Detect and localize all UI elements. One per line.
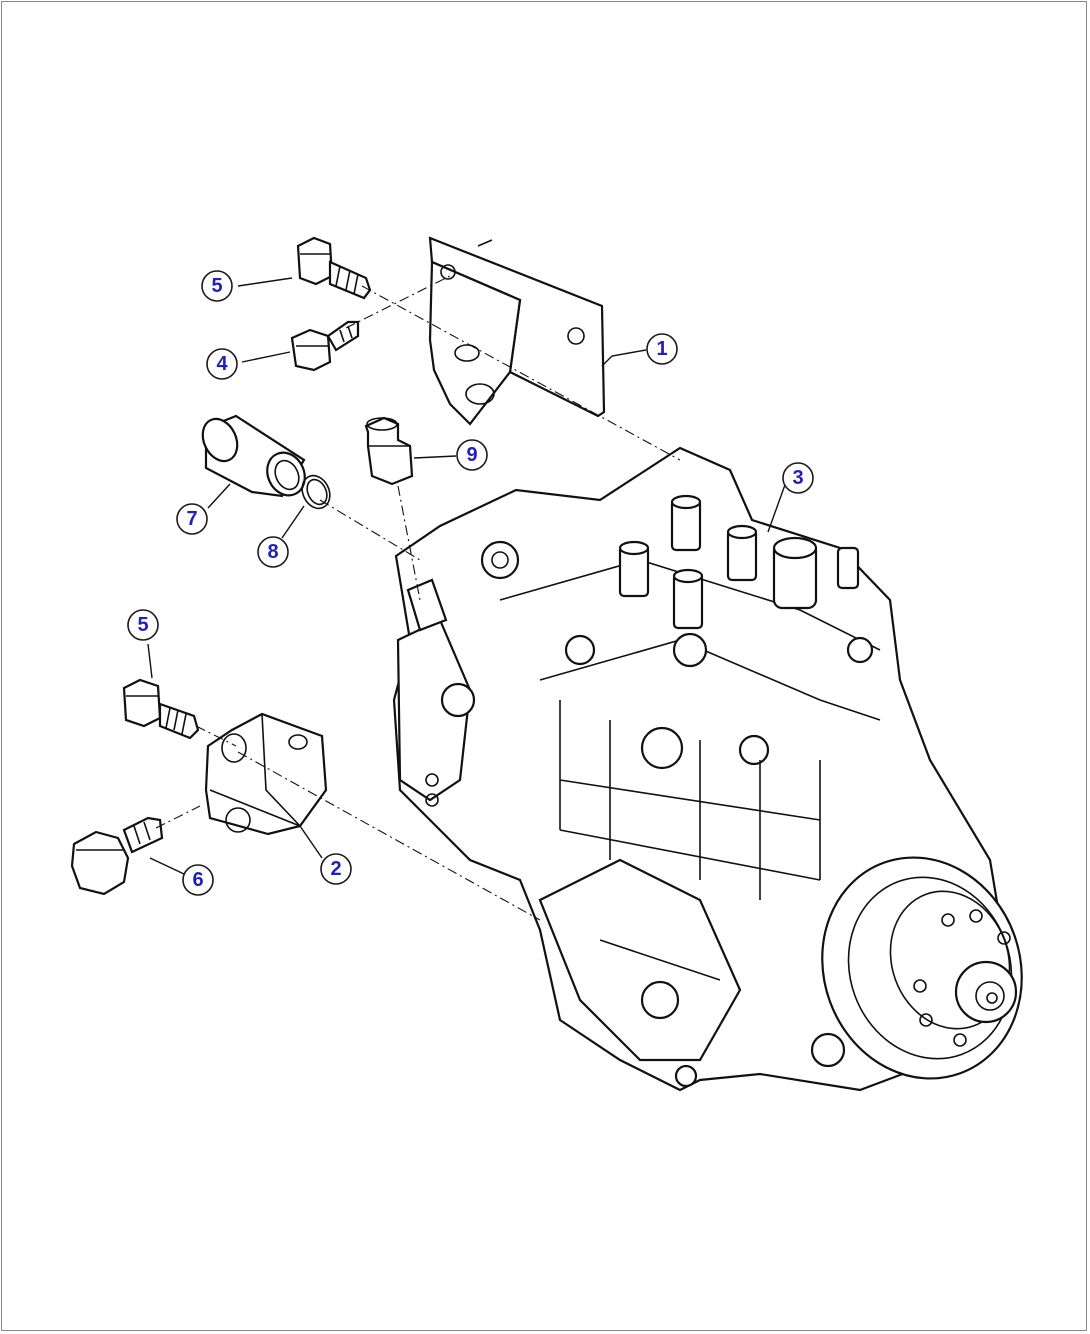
callout-4: 4: [206, 348, 238, 380]
bolt-part-5-top: [296, 236, 372, 300]
bracket-part-2: [204, 712, 328, 836]
callout-5-top: 5: [201, 270, 233, 302]
callout-3: 3: [782, 462, 814, 494]
bracket-part-1: [428, 236, 606, 426]
svg-text:9: 9: [466, 444, 477, 466]
sleeve-part-7: [201, 414, 306, 498]
bolt-part-6: [70, 816, 164, 896]
svg-text:1: 1: [656, 338, 667, 360]
leader-lines: [147, 277, 787, 875]
callout-5-bottom: 5: [127, 609, 159, 641]
plug-part-9: [364, 416, 414, 486]
svg-text:6: 6: [192, 869, 203, 891]
bolt-part-5-bottom: [122, 678, 200, 740]
svg-text:5: 5: [137, 614, 148, 636]
callout-8: 8: [257, 536, 289, 568]
drive-flange: [821, 856, 1023, 1080]
injection-pump-part-3: [392, 446, 1023, 1092]
callout-2: 2: [320, 853, 352, 885]
delivery-valve-holders: [618, 494, 860, 630]
callout-7: 7: [176, 503, 208, 535]
svg-text:8: 8: [267, 541, 278, 563]
svg-text:4: 4: [216, 353, 228, 375]
assembly-lines: [155, 275, 681, 921]
bolt-part-4: [290, 320, 360, 372]
svg-text:3: 3: [792, 467, 803, 489]
callout-6: 6: [182, 864, 214, 896]
callout-9: 9: [456, 439, 488, 471]
svg-text:5: 5: [211, 275, 222, 297]
oring-part-8: [301, 474, 331, 510]
callout-1: 1: [646, 333, 678, 365]
svg-text:7: 7: [186, 508, 197, 530]
svg-text:2: 2: [330, 858, 341, 880]
